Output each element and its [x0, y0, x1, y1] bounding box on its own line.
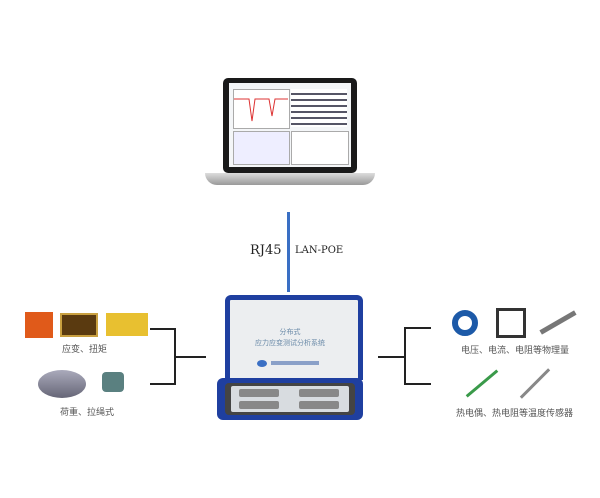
sensor-label: 应变、扭矩 [62, 345, 108, 355]
connector-line [378, 356, 406, 358]
laptop [205, 78, 375, 203]
connector-line [150, 383, 176, 385]
sensor-label: 电压、电流、电阻等物理量 [461, 346, 570, 356]
connector-line [404, 327, 406, 385]
thermocouple-image [465, 369, 499, 398]
displacement-sensor-image [539, 310, 577, 335]
strain-gauge-image [106, 313, 148, 336]
strain-gauge-image [60, 313, 98, 337]
connector-line [174, 356, 206, 358]
device-front-panel [217, 378, 363, 420]
device-title-2: 应力应变测试分析系统 [255, 339, 325, 347]
sensor-label: 荷重、拉绳式 [60, 408, 115, 418]
connector-line [150, 328, 176, 330]
rj45-label: RJ45 [250, 243, 282, 258]
laptop-screen [223, 78, 357, 173]
strain-gauge-image [25, 312, 53, 338]
sensor-label: 热电偶、热电阻等温度传感器 [456, 409, 574, 419]
laptop-base [205, 173, 375, 185]
device-logo [257, 360, 267, 367]
connector-line [404, 383, 431, 385]
draw-wire-sensor-image [102, 372, 124, 392]
lan-poe-label: LAN-POE [295, 245, 344, 256]
network-cable [287, 212, 290, 292]
load-cell-image [38, 370, 86, 398]
connector-line [404, 327, 431, 329]
meter-image [496, 308, 526, 338]
device-title-1: 分布式 [279, 328, 301, 336]
current-sensor-image [452, 310, 478, 336]
rtd-image [519, 368, 551, 399]
acquisition-device: 分布式 应力应变测试分析系统 [215, 290, 365, 420]
